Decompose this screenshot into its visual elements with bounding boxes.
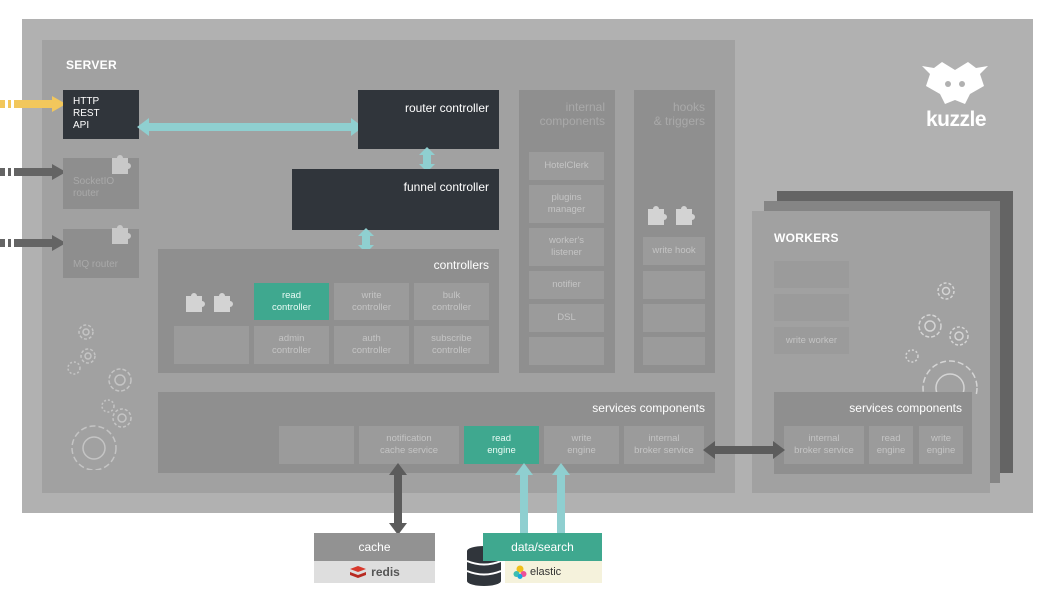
elastic-icon <box>513 565 527 579</box>
controllers-panel: controllers read controller write contro… <box>158 249 499 373</box>
plugin-puzzle-icon <box>648 206 695 225</box>
router-funnel-arrow <box>419 147 435 172</box>
kuzzle-logo-icon <box>922 62 988 104</box>
redis-label: redis <box>371 565 400 579</box>
api-label: API <box>73 120 90 131</box>
admin-controller: admin controller <box>254 326 329 364</box>
write-hook: write hook <box>643 237 705 265</box>
socketio-input-arrow <box>14 164 66 180</box>
entry-stripe <box>0 168 5 176</box>
workers-panel: WORKERS write worker services components… <box>752 211 990 493</box>
gears-icon <box>905 282 978 396</box>
internal-broker-service: internal broker service <box>624 426 704 464</box>
services-components-title: services components <box>592 401 705 415</box>
internal-components-title: internal components <box>539 100 605 128</box>
hooks-triggers-title: hooks & triggers <box>653 100 705 128</box>
broker-link-arrow <box>703 441 785 459</box>
plugin-puzzle-icon <box>186 293 233 312</box>
subscribe-controller: subscribe controller <box>414 326 489 364</box>
write-engine: write engine <box>544 426 619 464</box>
write-engine-data-arrow <box>552 463 570 535</box>
rest-label: REST <box>73 108 100 119</box>
plugin-puzzle-icon <box>112 155 131 174</box>
cache-link-arrow <box>389 463 407 535</box>
worker-write-engine: write engine <box>919 426 963 464</box>
plugins-manager: plugins manager <box>529 185 604 223</box>
hotelclerk: HotelClerk <box>529 152 604 180</box>
entry-stripe <box>8 239 11 247</box>
services-components-panel: services components notification cache s… <box>158 392 715 473</box>
workers-listener: worker's listener <box>529 228 604 266</box>
hook-slot <box>643 271 705 299</box>
controller-slot <box>174 326 249 364</box>
notification-cache-service: notification cache service <box>359 426 459 464</box>
entry-stripe <box>0 100 5 108</box>
redis-icon <box>350 566 367 578</box>
hooks-triggers-panel: hooks & triggers write hook <box>634 90 715 373</box>
workers-services-title: services components <box>849 401 962 415</box>
cache-header: cache <box>314 533 435 561</box>
redis-badge: redis <box>314 561 435 583</box>
controllers-title: controllers <box>433 258 489 272</box>
worker-read-engine: read engine <box>869 426 913 464</box>
data-search-header: data/search <box>483 533 602 561</box>
write-worker: write worker <box>774 327 849 354</box>
notifier: notifier <box>529 271 604 299</box>
mq-input-arrow <box>14 235 66 251</box>
internal-components-panel: internal components HotelClerk plugins m… <box>519 90 615 373</box>
read-engine: read engine <box>464 426 539 464</box>
write-controller: write controller <box>334 283 409 320</box>
entry-stripe <box>8 100 11 108</box>
funnel-controllers-arrow <box>358 228 374 253</box>
auth-controller: auth controller <box>334 326 409 364</box>
plugin-puzzle-icon <box>112 225 131 244</box>
bulk-controller: bulk controller <box>414 283 489 320</box>
http-entry: HTTP REST API <box>63 90 139 139</box>
elastic-badge: elastic <box>505 561 602 583</box>
dsl: DSL <box>529 304 604 332</box>
http-input-arrow <box>14 96 66 112</box>
entry-stripe <box>8 168 11 176</box>
http-label: HTTP <box>73 96 100 107</box>
hook-slot <box>643 337 705 365</box>
gears-icon <box>67 324 132 470</box>
service-slot <box>279 426 354 464</box>
internal-slot <box>529 337 604 365</box>
server-title: SERVER <box>66 58 117 72</box>
router-controller: router controller <box>358 90 499 149</box>
hook-slot <box>643 304 705 332</box>
worker-broker-service: internal broker service <box>784 426 864 464</box>
worker-slot <box>774 261 849 288</box>
router-link-arrow <box>137 118 363 136</box>
kuzzle-logo-text: kuzzle <box>925 108 987 131</box>
elastic-label: elastic <box>530 566 562 578</box>
workers-title: WORKERS <box>774 231 839 245</box>
worker-slot <box>774 294 849 321</box>
workers-services-panel: services components internal broker serv… <box>774 392 972 474</box>
read-controller: read controller <box>254 283 329 320</box>
entry-stripe <box>0 239 5 247</box>
read-engine-data-arrow <box>515 463 533 535</box>
funnel-controller: funnel controller <box>292 169 499 230</box>
